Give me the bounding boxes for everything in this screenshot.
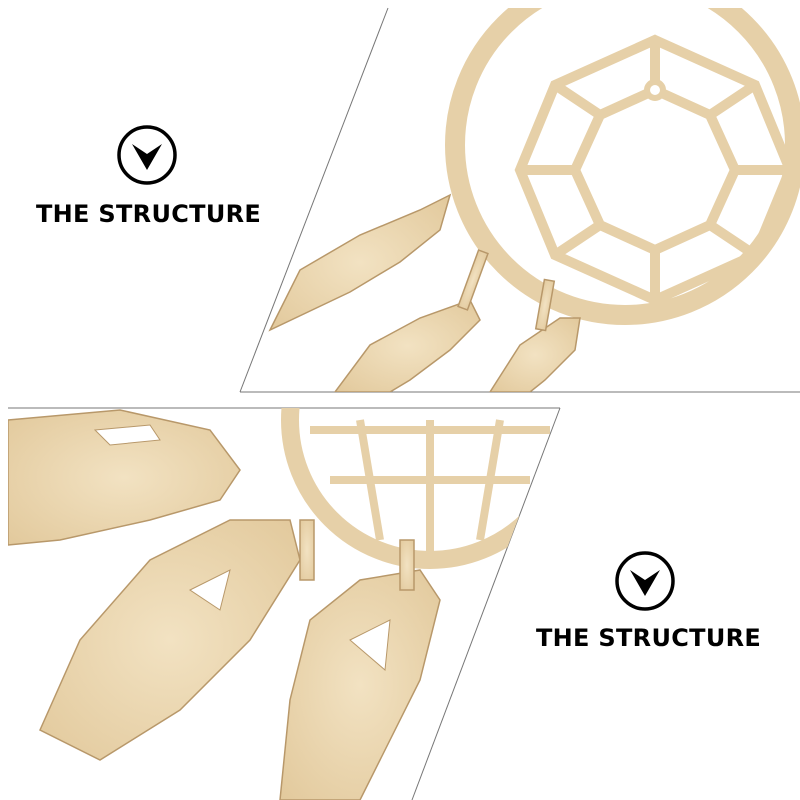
chevron-down-circle-icon [117, 125, 177, 185]
structure-label-top: THE STRUCTURE [36, 200, 262, 228]
structure-label-bottom: THE STRUCTURE [536, 624, 762, 652]
chevron-down-circle-icon [615, 551, 675, 611]
dreamcatcher-photo-bottom [8, 408, 560, 800]
dreamcatcher-photo-top [268, 8, 800, 392]
